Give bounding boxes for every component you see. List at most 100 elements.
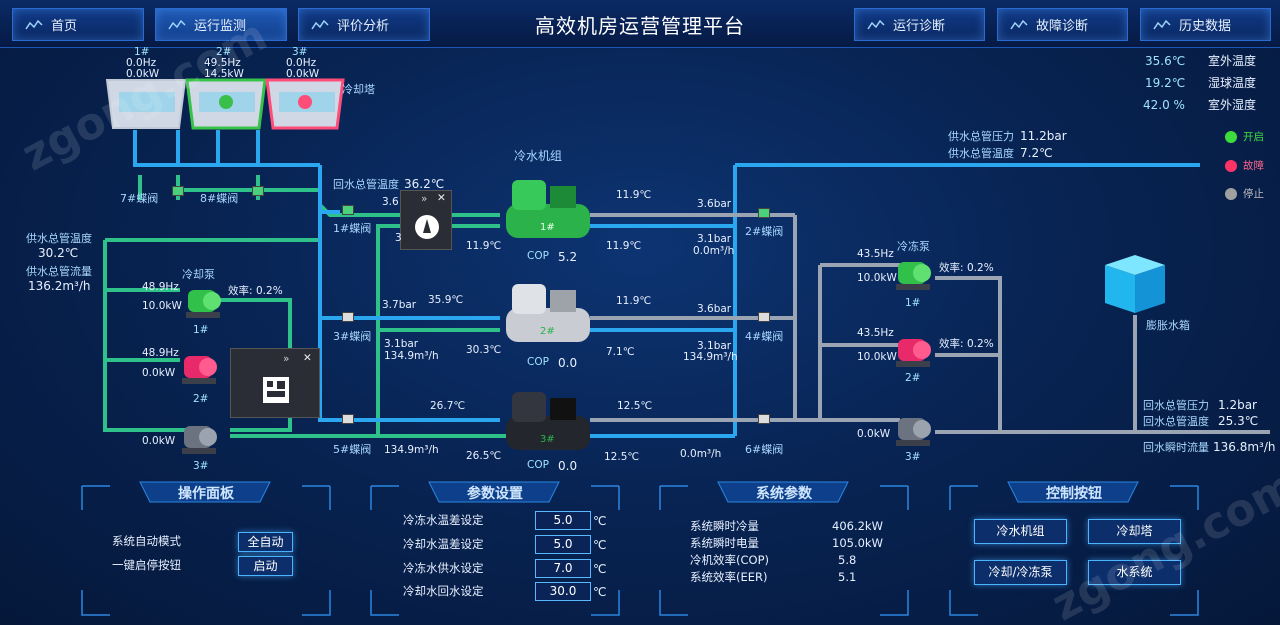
valve-7-icon[interactable] [172,186,184,196]
cooling-pump-2[interactable] [180,350,220,388]
nav-monitor[interactable]: 运行监测 [155,8,287,41]
device-popup-2[interactable]: » ✕ [230,348,320,418]
popup-1-close-icon[interactable]: ✕ [437,192,446,204]
c1-left-pressure2: 3 [395,232,402,244]
cw-return-input[interactable]: 30.0 [535,582,591,601]
chw-supply-input[interactable]: 7.0 [535,559,591,578]
nav-diag[interactable]: 运行诊断 [854,8,985,41]
valve-3-icon[interactable] [342,312,354,322]
c2-left-pressure2: 3.1bar [384,338,419,350]
control-panel: 控制按钮 冷水机组 冷却塔 冷却/冷冻泵 水系统 [950,483,1198,618]
expansion-tank[interactable] [1095,255,1167,315]
water-system-button[interactable]: 水系统 [1088,560,1181,585]
chwpump2-id: 2# [905,372,921,384]
chiller-1[interactable]: 1# [500,178,592,246]
c2-left-pressure: 3.7bar [382,299,417,311]
chiller-control-button[interactable]: 冷水机组 [974,519,1067,544]
cw-dt-input[interactable]: 5.0 [535,535,591,554]
chwpump2-eff: 0.2% [967,338,994,350]
sys-row-label: 冷机效率(COP) [690,553,769,567]
cooling-pump-3[interactable] [180,420,220,458]
param-row-label: 冷冻水温差设定 [403,513,484,527]
valve-6-icon[interactable] [758,414,770,424]
popup-2-expand-icon[interactable]: » [283,353,290,365]
supply-temp-label: 供水总管温度 [948,147,1014,160]
auto-mode-button[interactable]: 全自动 [238,532,293,552]
towers-label: 冷却塔 [342,83,375,96]
legend-stop-dot [1225,188,1237,200]
wetbulb-temp-value: 19.2℃ [1145,76,1186,90]
sys-row-value: 5.1 [838,570,857,584]
outdoor-humidity-label: 室外湿度 [1208,98,1257,112]
valve-1-icon[interactable] [342,205,354,215]
wetbulb-temp-label: 湿球温度 [1208,76,1257,90]
chiller3-cop-label: COP [527,459,549,471]
cooling-towers[interactable] [105,78,345,133]
chw-pumps-label: 冷冻泵 [897,240,930,253]
system-panel: 系统参数 系统瞬时冷量 406.2kW 系统瞬时电量 105.0kW 冷机效率(… [660,483,908,618]
sys-row-label: 系统瞬时冷量 [690,519,759,533]
chiller-2[interactable]: 2# [500,282,592,350]
outdoor-humidity-value: 42.0 % [1143,98,1185,112]
outdoor-temp-label: 室外温度 [1208,54,1257,68]
cpump1-eff-label: 效率: [228,285,253,297]
cpump2-kw: 0.0kW [142,367,176,379]
chw-pump-3[interactable] [894,412,934,450]
svg-text:3#: 3# [540,434,555,445]
c3-left-flow: 134.9m³/h [384,444,439,456]
valve-5-icon[interactable] [342,414,354,424]
cpump3-kw: 0.0kW [142,435,176,447]
param-row-label: 冷冻水供水设定 [403,561,484,575]
outdoor-temp-value: 35.6℃ [1145,54,1186,68]
c3-left-temp: 26.5℃ [466,450,502,462]
start-stop-button[interactable]: 启动 [238,556,293,576]
cooling-supply-flow-value: 136.2m³/h [28,279,91,293]
chwpump1-hz: 43.5Hz [857,248,894,260]
chw-pump-2[interactable] [894,333,934,371]
param-row-label: 冷却水温差设定 [403,537,484,551]
nav-eval[interactable]: 评价分析 [298,8,430,41]
chwpump2-hz: 43.5Hz [857,327,894,339]
sys-row-value: 5.8 [838,553,857,567]
nav-fault[interactable]: 故障诊断 [997,8,1128,41]
cpump1-hz: 48.9Hz [142,281,179,293]
tower3-hz: 0.0Hz [286,57,317,69]
return-temp-value: 25.3℃ [1218,414,1259,428]
svg-text:1#: 1# [540,222,555,233]
legend-on-dot [1225,131,1237,143]
chw-pump-1[interactable] [894,256,934,294]
return-pressure-label: 回水总管压力 [1143,399,1209,412]
chw-dt-input[interactable]: 5.0 [535,511,591,530]
valve-2-icon[interactable] [758,208,770,218]
cooling-pumps-label: 冷却泵 [182,268,215,281]
tank-label: 膨胀水箱 [1146,319,1190,332]
valve-8-label: 8#蝶阀 [200,192,239,205]
nav-home[interactable]: 首页 [12,8,144,41]
valve-8-icon[interactable] [252,186,264,196]
param-unit: ℃ [593,538,607,552]
chiller-3[interactable]: 3# [500,390,592,458]
page-title: 高效机房运营管理平台 [535,14,745,38]
tower2-kw: 14.5kW [204,68,244,80]
cpump1-kw: 10.0kW [142,300,182,312]
return-flow-value: 136.8m³/h [1213,440,1276,454]
cpump2-id: 2# [193,393,209,405]
chart-icon [1153,19,1171,29]
pump-control-button[interactable]: 冷却/冷冻泵 [974,560,1067,585]
device-popup-1[interactable]: » ✕ [400,190,452,250]
popup-1-expand-icon[interactable]: » [421,193,428,205]
popup-2-close-icon[interactable]: ✕ [303,352,312,364]
tower-control-button[interactable]: 冷却塔 [1088,519,1181,544]
c2-right-pressure: 3.6bar [697,303,732,315]
param-unit: ℃ [593,585,607,599]
valve-4-icon[interactable] [758,312,770,322]
nav-history[interactable]: 历史数据 [1140,8,1271,41]
c1-right-temp-top: 11.9℃ [616,189,652,201]
valve-4-label: 4#蝶阀 [745,330,784,343]
valve-5-label: 5#蝶阀 [333,443,372,456]
c3-right-flow: 0.0m³/h [680,448,722,460]
cooling-pump-1[interactable] [184,284,224,322]
chwpump2-eff-label: 效率: [939,338,964,350]
chwpump3-kw: 0.0kW [857,428,891,440]
chiller2-cop-label: COP [527,356,549,368]
